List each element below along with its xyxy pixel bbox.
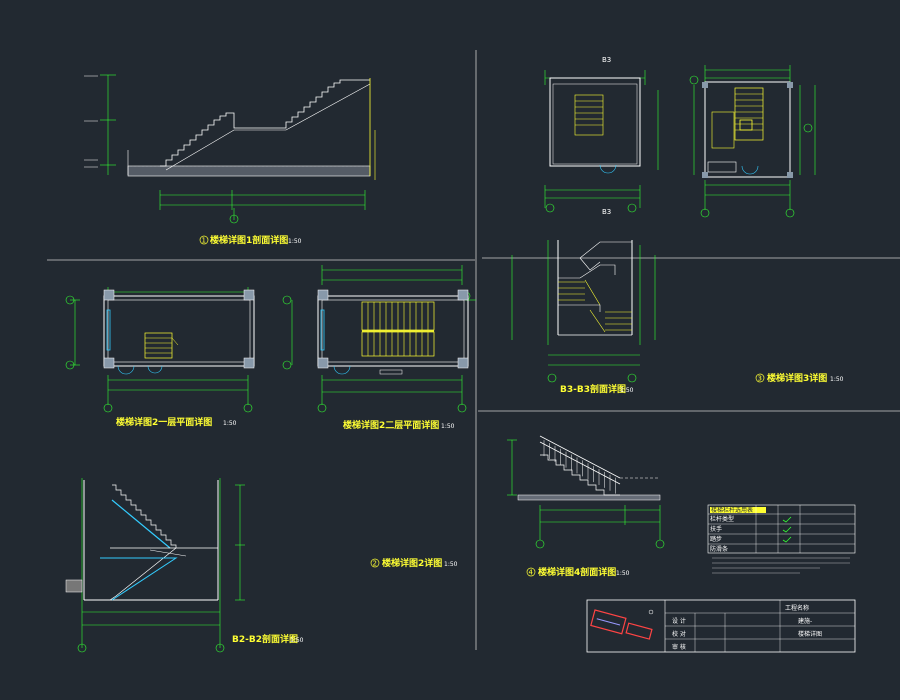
- mark-b3-top: B3: [602, 56, 611, 64]
- detail-3-section: B3-B3剖面详图 1:50 3 楼梯详图3详图 1:50: [511, 240, 844, 395]
- detail-2-section: 2 楼梯详图2详图 1:50 B2-B2剖面详图 1:50: [65, 478, 458, 653]
- detail-2-section-title: B2-B2剖面详图: [232, 633, 298, 645]
- detail-2-plan-1-scale: 1:50: [223, 420, 237, 427]
- detail-1-scale: 1:50: [288, 238, 302, 245]
- tb-design: 设 计: [672, 617, 686, 625]
- detail-3-number: 3: [758, 375, 762, 383]
- legend-table: 楼梯栏杆选用表 栏杆类型 扶手 踏步 防滑条: [707, 504, 856, 574]
- legend-header: 楼梯栏杆选用表: [711, 506, 753, 514]
- tb-project: 工程名称: [785, 604, 809, 612]
- mark-b3-bottom: B3: [602, 208, 611, 216]
- legend-row-1: 栏杆类型: [710, 515, 734, 523]
- detail-2-plan-2-scale: 1:50: [441, 423, 455, 430]
- detail-2-scale: 1:50: [444, 561, 458, 568]
- title-block: 设 计 校 对 审 核 工程名称 建施- 楼梯详图: [586, 599, 856, 653]
- detail-3-title: 楼梯详图3详图: [767, 372, 827, 384]
- detail-3-scale: 1:50: [830, 376, 844, 383]
- detail-1-title: 楼梯详图1剖面详图: [210, 234, 288, 246]
- legend-row-2: 扶手: [710, 525, 722, 533]
- detail-1-number: 1: [202, 237, 206, 245]
- detail-3-section-scale: 1:50: [620, 387, 634, 394]
- detail-4-title: 楼梯详图4剖面详图: [538, 566, 616, 578]
- detail-4-section: 4 楼梯详图4剖面详图 1:50: [507, 435, 665, 578]
- legend-row-3: 踏步: [710, 535, 722, 543]
- tb-number: 建施-: [798, 617, 812, 625]
- detail-2-plan-1: 楼梯详图2一层平面详图 1:50: [65, 287, 255, 428]
- detail-2-title: 楼梯详图2详图: [382, 557, 442, 569]
- detail-4-number: 4: [529, 569, 534, 577]
- detail-2-plan-1-title: 楼梯详图2一层平面详图: [116, 416, 212, 428]
- tb-drawing: 楼梯详图: [798, 630, 822, 638]
- tb-approve: 审 核: [672, 643, 686, 651]
- detail-2-section-scale: 1:50: [290, 637, 304, 644]
- sheet-dividers: [47, 50, 900, 650]
- detail-2-plan-2: 楼梯详图2二层平面详图 1:50: [282, 265, 476, 431]
- tb-check: 校 对: [672, 630, 686, 638]
- detail-2-number: 2: [373, 560, 377, 568]
- detail-3-section-title: B3-B3剖面详图: [560, 383, 626, 395]
- legend-row-4: 防滑条: [710, 545, 728, 553]
- detail-3-plans: B3 B3: [544, 56, 816, 218]
- detail-4-scale: 1:50: [616, 570, 630, 577]
- detail-1-section: 1 楼梯详图1剖面详图 1:50: [84, 74, 376, 246]
- detail-2-plan-2-title: 楼梯详图2二层平面详图: [343, 419, 439, 431]
